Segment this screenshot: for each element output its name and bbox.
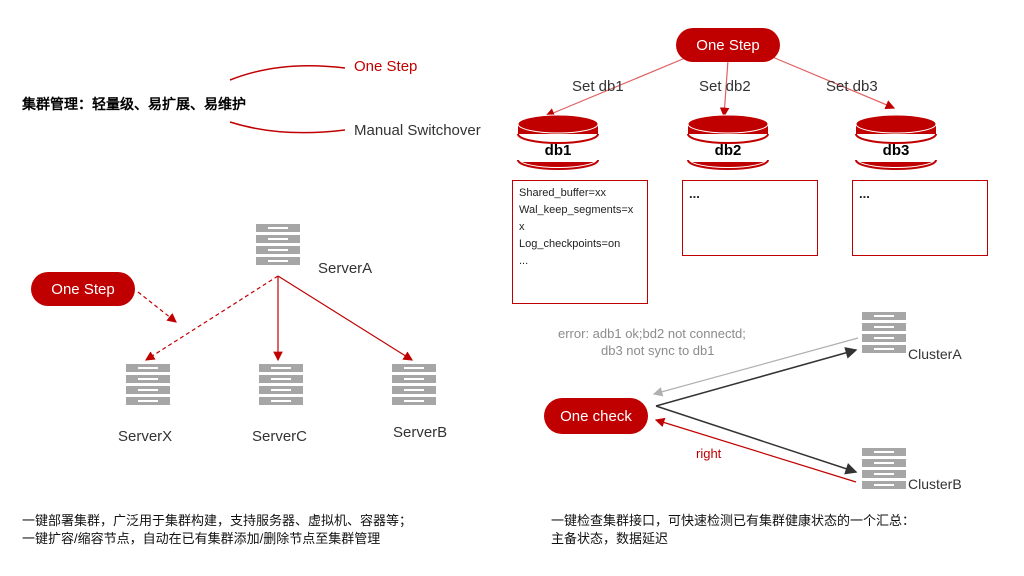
set-db1-label: Set db1 [572, 78, 624, 95]
db2-config-note: ... [682, 180, 818, 256]
check-caption-line1: 一键检查集群接口，可快速检测已有集群健康状态的一个汇总： [551, 513, 916, 528]
cluster-b-icon [862, 448, 906, 492]
server-c-label: ServerC [252, 428, 308, 445]
arrow-set-db2 [719, 59, 730, 118]
branch-label-manual-switchover: Manual Switchover [354, 122, 481, 139]
server-a-icon [256, 224, 300, 268]
branch-curve-bottom [229, 121, 346, 134]
arrow-set-db1 [544, 55, 691, 118]
arrow-servera-to-serverb [277, 275, 414, 361]
db3-config-note: ... [852, 180, 988, 256]
arrow-clustera-to-check [652, 337, 859, 397]
set-db2-label: Set db2 [699, 78, 751, 95]
db1-label: db1 [544, 142, 572, 159]
note1-line4: Log_checkpoints=on [519, 238, 621, 250]
server-x-label: ServerX [118, 428, 173, 445]
note1-line1: Shared_buffer=xx [519, 187, 606, 199]
cluster-a-label: ClusterA [908, 346, 962, 362]
server-a-label: ServerA [318, 260, 373, 277]
note2-text: ... [689, 186, 700, 201]
db1-config-note: Shared_buffer=xx Wal_keep_segments=x x L… [512, 180, 648, 304]
one-check-button: One check [544, 398, 648, 434]
check-caption: 一键检查集群接口，可快速检测已有集群健康状态的一个汇总： 主备状态，数据延迟 [551, 512, 915, 548]
arrow-check-to-clusterb [655, 405, 858, 475]
note1-line3: x [519, 221, 525, 233]
db1-cylinder [517, 114, 599, 170]
server-b-icon [392, 364, 436, 408]
error-message-line1: error: adb1 ok;bd2 not connectd; [558, 326, 746, 341]
set-db3-label: Set db3 [826, 78, 878, 95]
arrow-onestep-to-flow [137, 291, 177, 323]
deploy-caption-line1: 一键部署集群，广泛用于集群构建，支持服务器、虚拟机、容器等； [22, 513, 413, 528]
one-step-config-button: One Step [676, 28, 780, 62]
server-c-icon [259, 364, 303, 408]
cluster-management-title: 集群管理：轻量级、易扩展、易维护 [22, 96, 246, 112]
note1-line5: ... [519, 255, 529, 267]
cluster-b-label: ClusterB [908, 476, 962, 492]
db3-label: db3 [882, 142, 910, 159]
arrow-check-to-clustera [655, 347, 858, 407]
branch-curve-top [229, 64, 346, 81]
deploy-caption: 一键部署集群，广泛用于集群构建，支持服务器、虚拟机、容器等； 一键扩容/缩容节点… [22, 512, 412, 548]
note1-line2: Wal_keep_segments=x [519, 204, 634, 216]
db3-cylinder [855, 114, 937, 170]
error-message-line2: db3 not sync to db1 [601, 343, 715, 358]
check-caption-line2: 主备状态，数据延迟 [551, 531, 669, 546]
one-step-deploy-button: One Step [31, 272, 135, 306]
note3-text: ... [859, 186, 870, 201]
arrow-set-db3 [769, 55, 896, 110]
db2-label: db2 [714, 142, 742, 159]
server-b-label: ServerB [393, 424, 448, 441]
db2-cylinder [687, 114, 769, 170]
right-label: right [696, 446, 722, 461]
cluster-a-icon [862, 312, 906, 356]
arrow-servera-to-serverx [144, 275, 279, 361]
branch-label-one-step: One Step [354, 58, 418, 75]
deploy-caption-line2: 一键扩容/缩容节点，自动在已有集群添加/删除节点至集群管理 [22, 531, 381, 546]
server-x-icon [126, 364, 170, 408]
arrow-clusterb-to-check [654, 417, 857, 483]
